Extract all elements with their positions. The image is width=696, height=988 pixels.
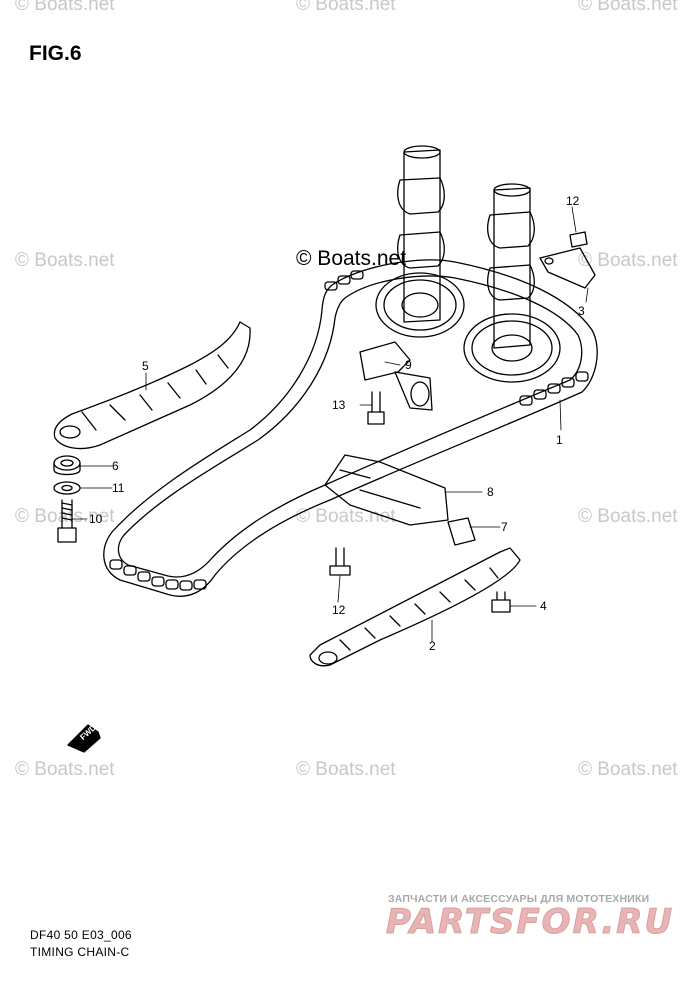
callout-10: 10 (89, 512, 103, 526)
leader-lines (71, 206, 589, 643)
camshaft-left (375, 145, 465, 338)
chain-links (109, 270, 589, 591)
chain-guide-8 (324, 454, 449, 526)
callout-6: 6 (112, 459, 119, 473)
brand-logo: PARTSFOR.RU (385, 902, 675, 943)
camshaft-right (463, 183, 561, 383)
figure-title: FIG.6 (29, 42, 82, 65)
bolt-12-lower (329, 547, 351, 576)
callout-13: 13 (332, 398, 346, 412)
watermark-center: © Boats.net (296, 247, 407, 270)
callout-5: 5 (142, 359, 149, 373)
watermark: © Boats.net (296, 759, 396, 780)
watermark: © Boats.net (15, 250, 115, 271)
callout-7: 7 (501, 520, 508, 534)
callout-12-lower: 12 (332, 603, 346, 617)
figure-name: TIMING CHAIN-C (30, 945, 130, 959)
tensioner-9 (359, 341, 433, 411)
watermark: © Boats.net (296, 0, 396, 15)
callout-1: 1 (556, 433, 563, 447)
callout-4: 4 (540, 599, 547, 613)
watermark: © Boats.net (578, 0, 678, 15)
callout-2: 2 (429, 639, 436, 653)
washer-11 (53, 481, 81, 495)
chain-guide-2 (309, 547, 521, 667)
bolt-4 (491, 591, 511, 613)
callout-11: 11 (112, 481, 125, 495)
brand-tagline: ЗАПЧАСТИ И АКСЕССУАРЫ ДЛЯ МОТОТЕХНИКИ (388, 893, 650, 905)
timing-chain (103, 259, 598, 597)
figure-code: DF40 50 E03_006 (30, 928, 132, 942)
watermark: © Boats.net (578, 506, 678, 527)
callout-9: 9 (405, 358, 412, 372)
watermark: © Boats.net (578, 250, 678, 271)
callout-8: 8 (487, 485, 494, 499)
bushing-6 (53, 455, 81, 476)
watermark: © Boats.net (15, 759, 115, 780)
callout-12-upper: 12 (566, 194, 580, 208)
watermark: © Boats.net (15, 506, 115, 527)
watermark: © Boats.net (578, 759, 678, 780)
bolt-13 (367, 391, 385, 425)
chain-guide-5 (53, 321, 251, 450)
bolt-10 (57, 499, 77, 543)
bolt-12-upper (569, 231, 588, 248)
callout-3: 3 (578, 304, 585, 318)
bracket-3 (539, 247, 596, 289)
watermark: © Boats.net (15, 0, 115, 15)
clip-7 (447, 517, 476, 546)
fwd-arrow-icon (67, 724, 101, 753)
